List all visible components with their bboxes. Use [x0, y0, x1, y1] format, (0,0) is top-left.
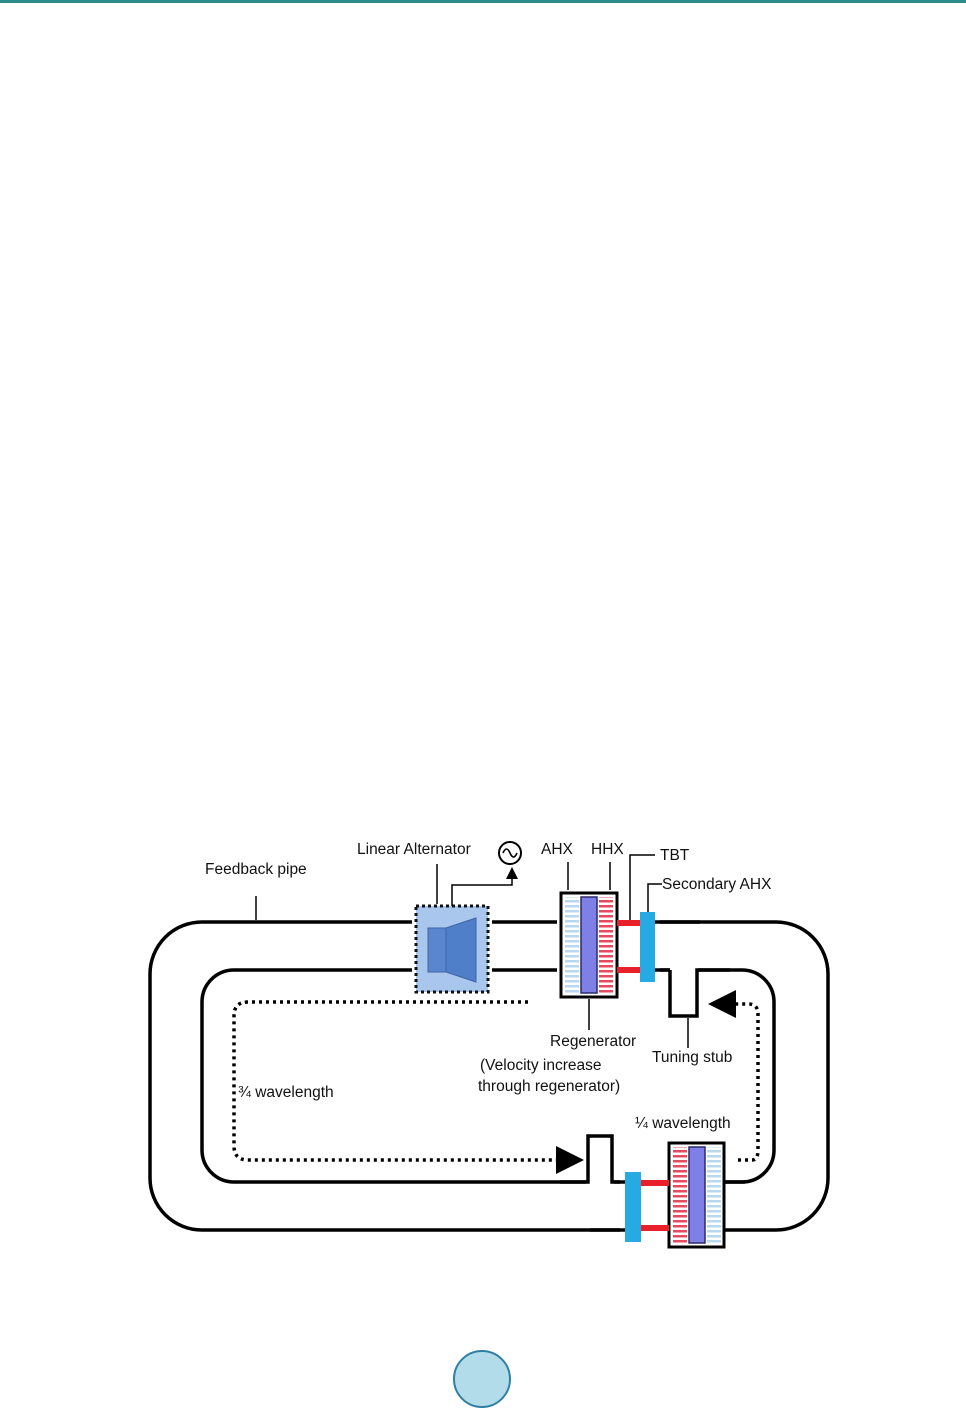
secondary-ahx-leader — [647, 883, 662, 912]
linear-alternator-label: Linear Alternator — [357, 841, 471, 858]
linear-alternator-icon — [414, 904, 490, 994]
hhx-label: HHX — [591, 841, 624, 858]
tuning-stub-lower — [560, 1134, 625, 1184]
regenerator-note-line2: through regenerator) — [478, 1078, 620, 1095]
tbt-lower-bottom — [640, 1225, 669, 1231]
secondary-ahx-lower — [625, 1172, 641, 1242]
ac-source-icon — [498, 841, 522, 865]
upper-heat-exchanger-stack — [559, 891, 619, 999]
alternator-output-line — [451, 867, 518, 906]
regenerator-note-line1: (Velocity increase — [480, 1057, 601, 1074]
ahx-label: AHX — [541, 841, 574, 858]
thermoacoustic-engine-diagram: Feedback pipe Linear Alternator AHX HHX … — [148, 841, 830, 1250]
tbt-leader — [629, 854, 655, 920]
tuning-stub-upper — [668, 968, 730, 1018]
tuning-stub-label: Tuning stub — [652, 1049, 732, 1066]
regenerator-label: Regenerator — [550, 1033, 636, 1050]
page-number-badge — [453, 1350, 511, 1408]
secondary-ahx-label: Secondary AHX — [662, 876, 772, 893]
tbt-lower-top — [640, 1180, 669, 1186]
feedback-pipe-label: Feedback pipe — [205, 861, 307, 878]
lower-heat-exchanger-stack — [667, 1141, 726, 1249]
header-rule — [0, 0, 966, 3]
tbt-upper-top — [617, 920, 641, 926]
tbt-upper-bottom — [617, 967, 641, 973]
secondary-ahx-upper — [640, 912, 655, 982]
quarter-wavelength-label: ¼ wavelength — [635, 1115, 731, 1132]
three-quarter-wavelength-label: ¾ wavelength — [238, 1084, 334, 1101]
three-quarter-wavelength-path — [232, 1000, 584, 1174]
quarter-wavelength-path — [708, 990, 760, 1162]
tbt-label: TBT — [660, 847, 690, 864]
